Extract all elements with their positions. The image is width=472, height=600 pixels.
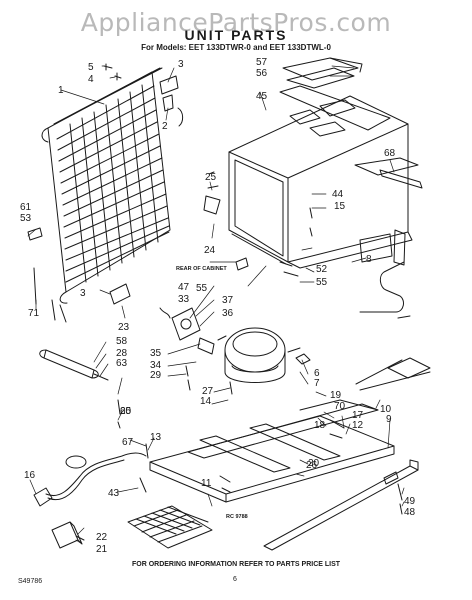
callout-22: 22 [96,532,108,543]
callout-14: 14 [200,396,212,407]
callout-27: 27 [202,386,214,397]
callout-61: 61 [20,202,32,213]
callout-15: 15 [334,201,346,212]
callout-3b: 3 [80,288,86,299]
drain-tube [359,261,411,319]
callout-19: 19 [330,390,342,401]
callout-13: 13 [150,432,162,443]
callout-36: 36 [222,308,234,319]
callout-20b: 20 [120,406,132,417]
fasteners [27,63,431,541]
callout-58: 58 [116,336,128,347]
callout-5: 5 [88,62,94,73]
base-frame [149,399,395,503]
callout-70: 70 [334,401,346,412]
callout-45: 45 [256,91,268,102]
callout-8: 8 [366,254,372,265]
callout-26: 26 [306,460,318,471]
callout-68: 68 [384,148,396,159]
callout-16: 16 [24,470,36,481]
callout-43: 43 [108,488,120,499]
callout-10: 10 [380,404,392,415]
base-rail [263,459,419,551]
callout-12: 12 [352,420,364,431]
relay-bracket [359,233,393,263]
defrost-pan [127,505,213,549]
callout-56: 56 [256,68,268,79]
power-cord [33,452,147,507]
page-number: 6 [233,576,237,583]
rear-of-cabinet-note: REAR OF CABINET [176,266,227,272]
callout-28: 28 [116,348,128,359]
callout-53: 53 [20,213,32,224]
callout-44: 44 [332,189,344,200]
callout-57: 57 [256,57,268,68]
callout-7: 7 [314,378,320,389]
callout-2: 2 [162,121,168,132]
callout-4: 4 [88,74,94,85]
diagram-title: UNIT PARTS [184,27,288,43]
callout-55b: 55 [196,283,208,294]
callout-48: 48 [404,507,416,518]
callout-63: 63 [116,358,128,369]
callout-49: 49 [404,496,416,507]
callout-6: 6 [314,368,320,379]
callout-52: 52 [316,264,328,275]
callout-35: 35 [150,348,162,359]
lid-parts [282,57,363,89]
leader-lines [27,65,405,545]
compressor [217,327,301,383]
overload-protector [171,307,215,355]
callout-1: 1 [58,85,64,96]
side-rail [379,169,423,266]
filter-drier [39,349,109,381]
terminal-box [51,521,83,549]
callout-55: 55 [316,277,328,288]
compartment-housing [228,85,419,269]
callout-21: 21 [96,544,108,555]
callout-labels: 1 2 3 3 4 5 6 7 8 9 10 11 12 13 14 15 16… [20,57,416,555]
callout-37: 37 [222,295,234,306]
callout-23: 23 [118,322,130,333]
callout-67: 67 [122,437,134,448]
watermark-text: AppliancePartsPros.com [80,8,392,37]
callout-9: 9 [386,414,392,425]
callout-34: 34 [150,360,162,371]
callout-25: 25 [205,172,217,183]
document-code: S49786 [18,578,43,585]
callout-24: 24 [204,245,216,256]
callout-3: 3 [178,59,184,70]
callout-11: 11 [201,478,212,489]
callout-20: 20 [308,458,320,469]
callout-47: 47 [178,282,190,293]
mounting-bracket [159,75,184,127]
callout-33: 33 [178,294,190,305]
callout-71: 71 [28,308,40,319]
condenser-coil [41,67,171,323]
ordering-info-note: FOR ORDERING INFORMATION REFER TO PARTS … [131,561,341,568]
callout-65: 65 [120,406,132,417]
callout-17: 17 [352,410,364,421]
callout-29: 29 [150,370,162,381]
diagram-code: RC 9788 [226,514,248,520]
callout-18: 18 [314,420,326,431]
model-subtitle: For Models: EET 133DTWR-0 and EET 133DTW… [141,43,331,52]
